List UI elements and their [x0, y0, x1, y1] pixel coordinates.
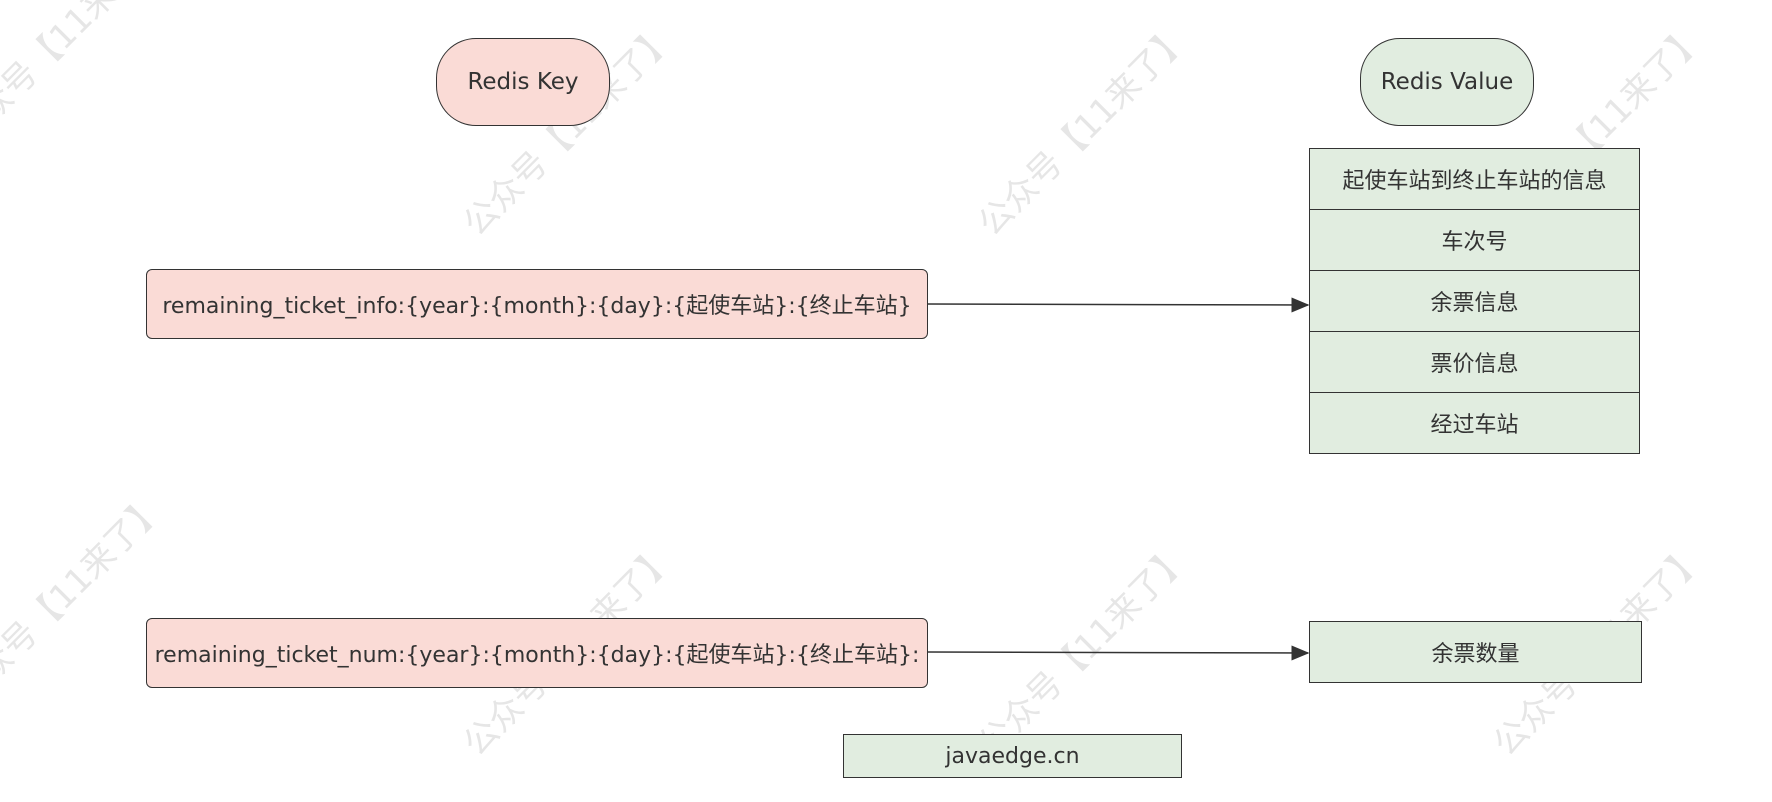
- ticket-info-key-box: remaining_ticket_info:{year}:{month}:{da…: [146, 269, 928, 339]
- value-field-price-info: 票价信息: [1309, 332, 1640, 393]
- value-field-train-number: 车次号: [1309, 210, 1640, 271]
- arrow-num-to-value: [926, 645, 1310, 661]
- ticket-num-value-box: 余票数量: [1309, 621, 1642, 683]
- value-field-stations: 经过车站: [1309, 393, 1640, 454]
- value-field-remaining-tickets: 余票信息: [1309, 271, 1640, 332]
- ticket-info-value-stack: 起使车站到终止车站的信息 车次号 余票信息 票价信息 经过车站: [1309, 148, 1640, 454]
- arrow-info-to-value: [926, 297, 1310, 313]
- redis-value-header: Redis Value: [1360, 38, 1534, 126]
- site-footer-label: javaedge.cn: [843, 734, 1182, 778]
- ticket-num-key-box: remaining_ticket_num:{year}:{month}:{day…: [146, 618, 928, 688]
- value-field-route-info: 起使车站到终止车站的信息: [1309, 148, 1640, 210]
- redis-key-header: Redis Key: [436, 38, 610, 126]
